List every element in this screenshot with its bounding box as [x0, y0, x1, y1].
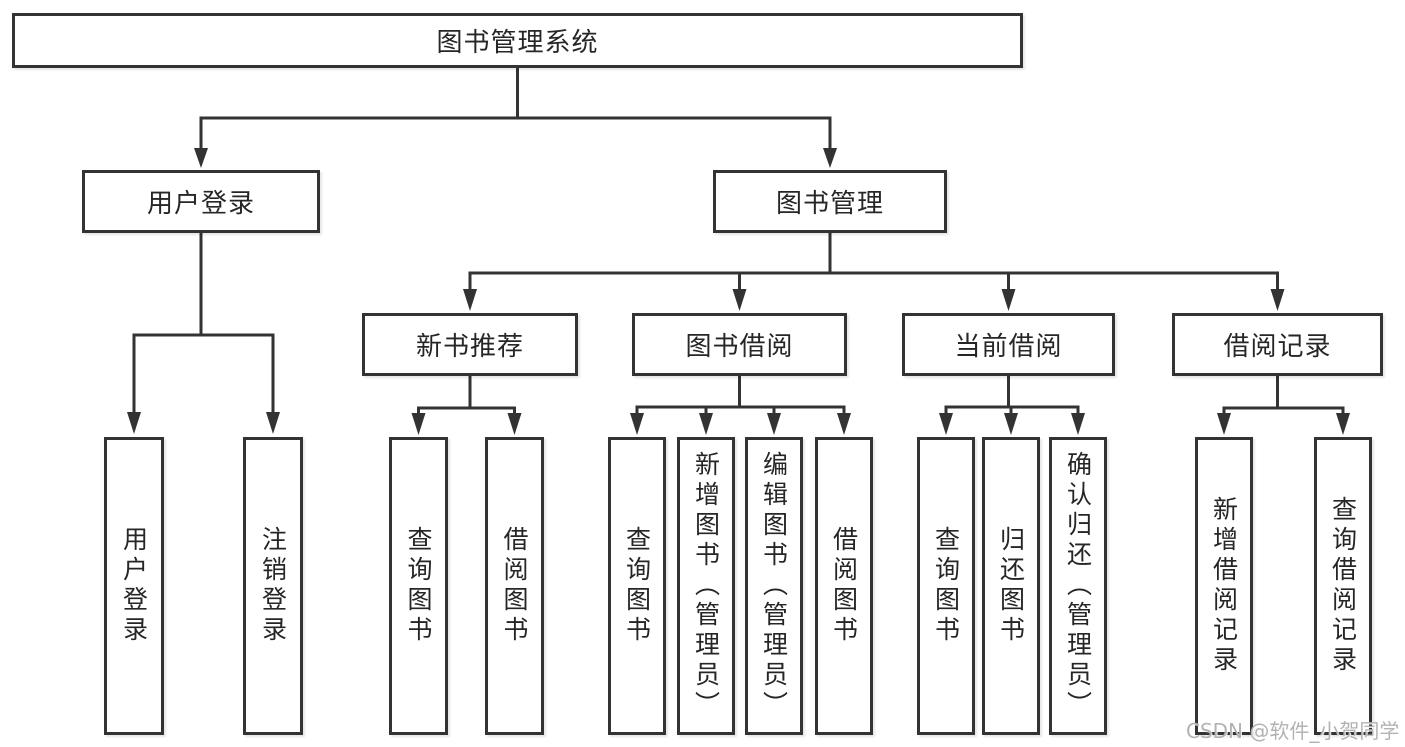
leaf-add-book-admin: 新增图书（管理员） — [677, 437, 735, 735]
leaf-borrow-book-recommend: 借阅图书 — [485, 437, 544, 735]
csdn-watermark: CSDN @软件_小贺同学 — [1186, 719, 1400, 743]
leaf-query-book-borrow: 查询图书 — [608, 437, 666, 735]
node-book-management: 图书管理 — [713, 170, 947, 233]
connector-borrow-record-to-leaves — [1217, 374, 1350, 435]
leaf-query-book-current: 查询图书 — [917, 437, 975, 735]
connector-user-login-to-leaves — [127, 231, 280, 434]
node-user-login: 用户登录 — [82, 170, 320, 233]
leaf-return-book: 归还图书 — [982, 437, 1040, 735]
leaf-query-book-recommend: 查询图书 — [389, 437, 448, 735]
leaf-edit-book-admin: 编辑图书（管理员） — [745, 437, 803, 735]
connector-book-borrow-to-leaves — [630, 374, 851, 435]
node-new-book-recommend: 新书推荐 — [362, 313, 578, 376]
node-borrow-records: 借阅记录 — [1172, 313, 1383, 376]
node-current-borrow: 当前借阅 — [902, 313, 1115, 376]
leaf-logout: 注销登录 — [243, 437, 303, 735]
node-root-system: 图书管理系统 — [12, 13, 1023, 68]
connector-book-management-to-level3 — [463, 231, 1285, 311]
node-book-borrow: 图书借阅 — [632, 313, 847, 376]
leaf-confirm-return-admin: 确认归还（管理员） — [1049, 437, 1107, 735]
leaf-borrow-book: 借阅图书 — [815, 437, 873, 735]
connector-new-book-to-leaves — [411, 374, 522, 435]
connector-root-to-level2 — [194, 66, 837, 168]
leaf-query-borrow-record: 查询借阅记录 — [1314, 437, 1372, 735]
connector-current-borrow-to-leaves — [939, 374, 1085, 435]
leaf-user-login: 用户登录 — [104, 437, 164, 735]
leaf-add-borrow-record: 新增借阅记录 — [1195, 437, 1253, 735]
